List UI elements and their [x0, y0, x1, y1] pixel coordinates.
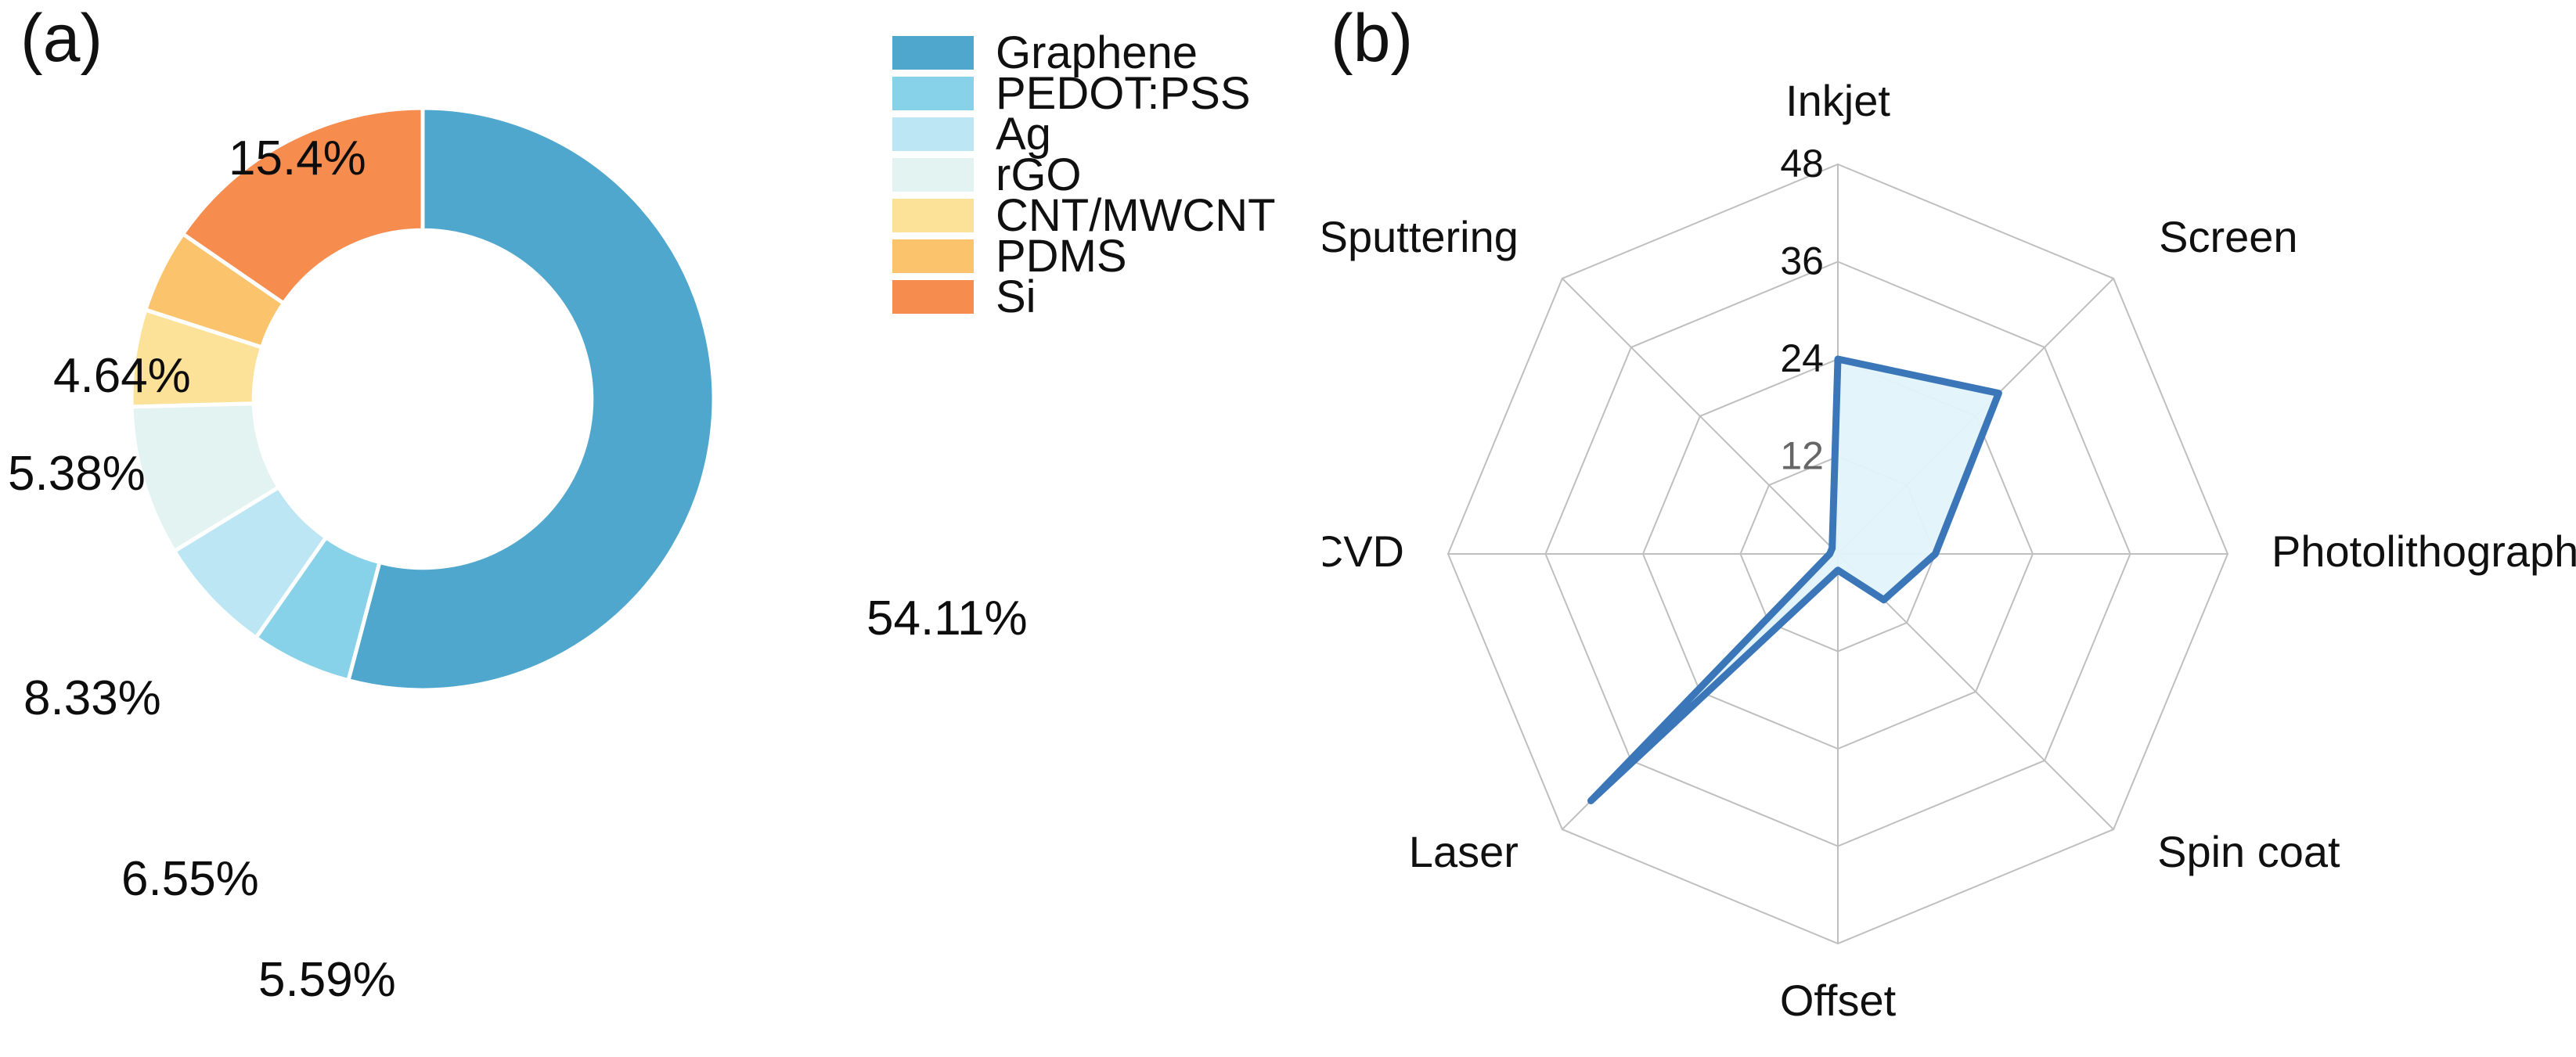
legend-item[interactable]: Graphene [892, 30, 1276, 75]
donut-percent-label: 5.38% [8, 447, 146, 501]
radar-category-label: Photolithography [2272, 527, 2576, 576]
legend-item-label: PDMS [996, 230, 1127, 282]
donut-percent-label: 4.64% [53, 349, 191, 403]
radar-tick-label-group: 12 24 36 48 [1780, 142, 1824, 478]
donut-chart-svg: Graphene 54.11%PEDOT:PSS 5.59%Ag 6.55%rG… [129, 106, 716, 692]
legend-color-swatch [892, 117, 974, 151]
radar-series-polygon [1587, 355, 2002, 804]
donut-percent-label: 54.11% [866, 591, 1028, 645]
legend-color-swatch [892, 36, 974, 70]
legend-item[interactable]: rGO [892, 152, 1276, 197]
legend-item-label: Graphene [996, 27, 1198, 78]
radar-category-label: CVD [1323, 527, 1404, 576]
radar-category-label: Sputtering [1323, 212, 1519, 261]
radar-spoke [1562, 278, 1839, 555]
legend-item[interactable]: Ag [892, 111, 1276, 156]
radar-data-polygon[interactable] [1587, 355, 2002, 804]
radar-tick-label: 12 [1780, 434, 1824, 478]
panel-b-label: (b) [1331, 1, 1414, 76]
radar-chart-svg: 12 24 36 48 InkjetScreenPhotolithographySpi… [1323, 76, 2576, 1025]
donut-percent-label: 5.59% [258, 953, 396, 1007]
donut-slice[interactable]: Graphene 54.11% [345, 106, 716, 692]
radar-tick-label: 36 [1780, 239, 1824, 283]
radar-category-label: Screen [2159, 212, 2297, 261]
legend-color-swatch [892, 199, 974, 232]
donut-percent-label: 15.4% [229, 131, 366, 185]
legend-item[interactable]: PDMS [892, 233, 1276, 279]
legend-item-label: rGO [996, 149, 1082, 200]
radar-category-label: Spin coat [2157, 827, 2340, 876]
legend-color-swatch [892, 280, 974, 314]
panel-a-label: (a) [20, 1, 103, 76]
donut-chart: Graphene 54.11%PEDOT:PSS 5.59%Ag 6.55%rG… [117, 94, 728, 704]
donut-slice[interactable]: Si 15.4% [180, 106, 425, 307]
legend-color-swatch [892, 77, 974, 110]
legend-item[interactable]: PEDOT:PSS [892, 70, 1276, 116]
legend-item-label: Si [996, 271, 1036, 322]
legend-item[interactable]: Si [892, 274, 1276, 319]
radar-category-label: Offset [1780, 976, 1897, 1025]
donut-percent-label: 6.55% [121, 852, 259, 906]
legend-item-label: Ag [996, 108, 1051, 160]
legend-color-swatch [892, 158, 974, 192]
donut-slice-group: Graphene 54.11%PEDOT:PSS 5.59%Ag 6.55%rG… [129, 106, 716, 692]
radar-tick-label: 48 [1780, 142, 1824, 185]
donut-percent-label: 8.33% [23, 671, 161, 725]
radar-category-label: Laser [1409, 827, 1519, 876]
legend-color-swatch [892, 239, 974, 273]
legend-item-label: PEDOT:PSS [996, 67, 1251, 119]
radar-category-label: Inkjet [1785, 76, 1890, 125]
radar-tick-label: 24 [1780, 336, 1824, 380]
legend-item[interactable]: CNT/MWCNT [892, 192, 1276, 238]
legend-item-label: CNT/MWCNT [996, 189, 1276, 241]
